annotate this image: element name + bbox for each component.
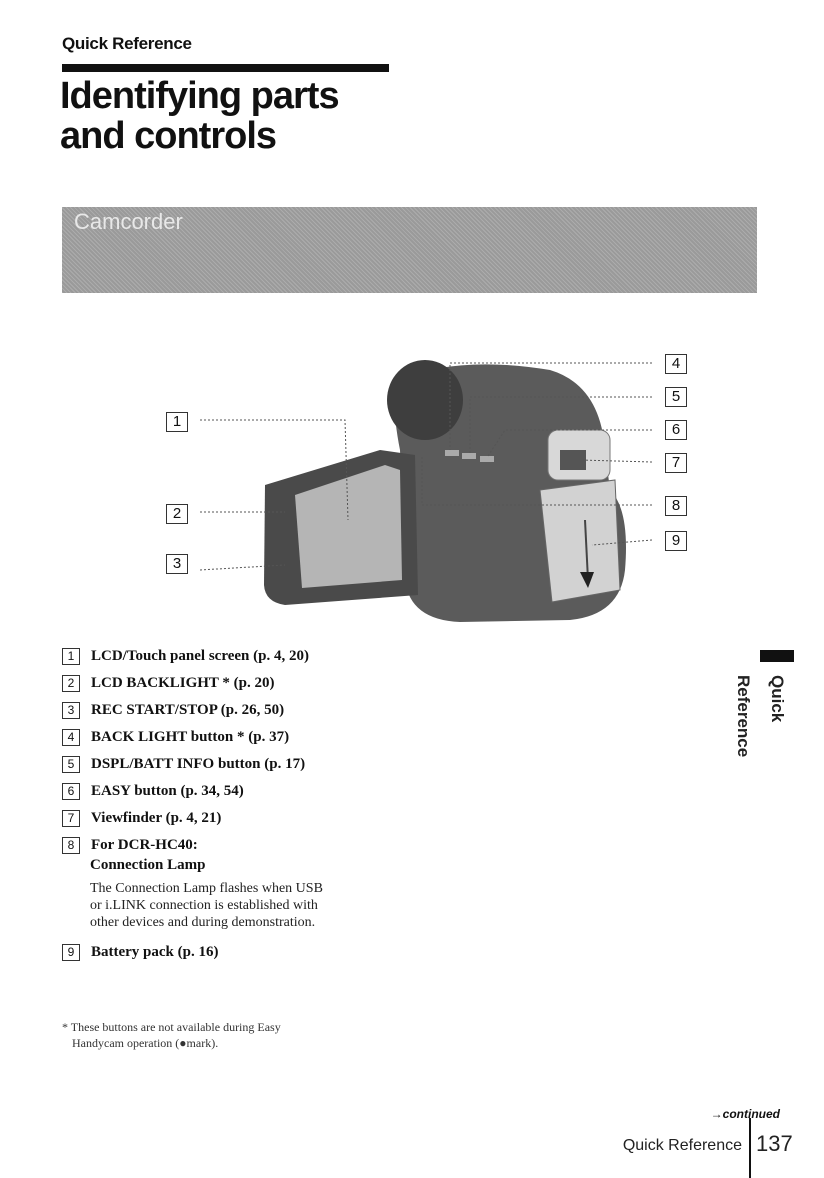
list-item: 4 BACK LIGHT button * (p. 37) [62,729,289,746]
list-item: 8 For DCR-HC40: [62,837,198,854]
list-item: 3 REC START/STOP (p. 26, 50) [62,702,284,719]
side-tab-label: Quick Reference [760,675,794,745]
footnote: * These buttons are not available during… [62,1019,392,1051]
item-description-line: or i.LINK connection is established with [90,897,318,914]
callout-5: 5 [665,387,687,407]
camcorder-illustration [160,340,720,630]
section-label: Quick Reference [62,34,192,54]
item-sublabel: Connection Lamp [90,857,205,874]
item-number: 4 [62,729,80,746]
continued-label: →continued [660,1107,780,1121]
page-number: 137 [756,1131,793,1157]
item-number: 6 [62,783,80,800]
page-title: Identifying parts and controls [60,76,400,156]
callout-4: 4 [665,354,687,374]
item-description-line: The Connection Lamp flashes when USB [90,880,323,897]
item-label: Battery pack (p. 16) [91,944,219,961]
footnote-line: * These buttons are not available during… [62,1019,392,1035]
item-number: 3 [62,702,80,719]
item-number: 8 [62,837,80,854]
item-label: BACK LIGHT button * (p. 37) [91,729,289,746]
footer-rule [749,1118,751,1178]
list-item: 2 LCD BACKLIGHT * (p. 20) [62,675,275,692]
callout-2: 2 [166,504,188,524]
item-description-line: other devices and during demonstration. [90,914,315,931]
item-label: Viewfinder (p. 4, 21) [91,810,221,827]
callout-3: 3 [166,554,188,574]
item-number: 5 [62,756,80,773]
footnote-line: Handycam operation (●mark). [62,1035,392,1051]
section-banner: Camcorder [62,207,757,293]
banner-label: Camcorder [74,209,183,235]
callout-7: 7 [665,453,687,473]
list-item: 9 Battery pack (p. 16) [62,944,219,961]
list-item: 1 LCD/Touch panel screen (p. 4, 20) [62,648,309,665]
item-label: LCD/Touch panel screen (p. 4, 20) [91,648,309,665]
item-label: For DCR-HC40: [91,837,198,854]
list-item: 6 EASY button (p. 34, 54) [62,783,244,800]
callout-9: 9 [665,531,687,551]
callout-1: 1 [166,412,188,432]
camcorder-figure: 1 2 3 4 5 6 7 8 9 [160,340,720,630]
item-label: REC START/STOP (p. 26, 50) [91,702,284,719]
footer-section: Quick Reference [604,1137,742,1155]
list-item: 7 Viewfinder (p. 4, 21) [62,810,221,827]
item-label: EASY button (p. 34, 54) [91,783,244,800]
list-item: 5 DSPL/BATT INFO button (p. 17) [62,756,305,773]
title-rule [62,64,389,72]
item-number: 9 [62,944,80,961]
side-tab-bar [760,650,794,662]
item-number: 7 [62,810,80,827]
item-number: 2 [62,675,80,692]
callout-8: 8 [665,496,687,516]
item-number: 1 [62,648,80,665]
callout-6: 6 [665,420,687,440]
item-label: LCD BACKLIGHT * (p. 20) [91,675,275,692]
item-label: DSPL/BATT INFO button (p. 17) [91,756,305,773]
